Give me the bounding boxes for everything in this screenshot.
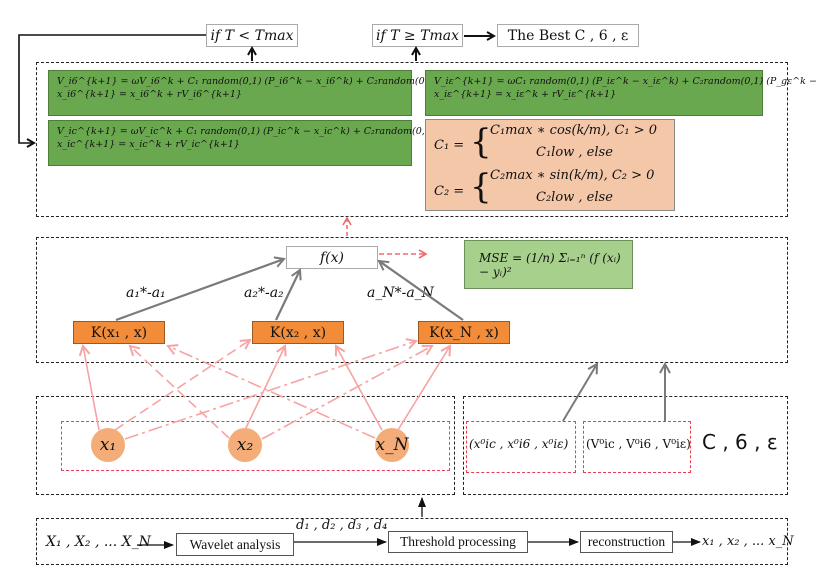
wavelet-analysis-box: Wavelet analysis bbox=[176, 533, 294, 556]
link-x1-k1 bbox=[83, 346, 100, 431]
feedback-loop-line bbox=[18, 34, 206, 143]
input-node-2: x₂ bbox=[228, 428, 262, 462]
input-node-n-label: x_N bbox=[375, 435, 409, 455]
c1-lhs: C₁ = bbox=[434, 138, 465, 153]
c1-case2: C₁low , else bbox=[536, 145, 613, 160]
link-x1-kN bbox=[124, 341, 416, 440]
pso-update-region bbox=[36, 62, 788, 217]
equation-i6: V_i6^{k+1} = ωV_i6^k + C₁ random(0,1) (P… bbox=[48, 70, 532, 116]
initial-velocities-group bbox=[583, 421, 691, 473]
input-node-1-label: x₁ bbox=[99, 435, 117, 455]
wavelet-coefficients: d₁ , d₂ , d₃ , d₄ bbox=[296, 518, 388, 533]
condition-lt-text: if T < Tmax bbox=[210, 27, 294, 44]
link-x2-k2 bbox=[244, 346, 285, 431]
pipeline-output: x₁ , x₂ , ... x_N bbox=[702, 534, 794, 549]
condition-t-greater-equal-tmax: if T ≥ Tmax bbox=[372, 24, 463, 47]
kernel-2-text: K(x₂ , x) bbox=[269, 324, 327, 341]
condition-ge-text: if T ≥ Tmax bbox=[376, 27, 459, 44]
weight-label-1: a₁*-a₁ bbox=[126, 285, 166, 301]
input-node-1: x₁ bbox=[91, 428, 125, 462]
c2-case1: C₂max ∗ sin(k/m), C₂ > 0 bbox=[490, 168, 655, 183]
input-node-2-label: x₂ bbox=[236, 435, 254, 455]
arrow-kernel2-to-fx bbox=[275, 270, 300, 321]
link-xN-k2 bbox=[336, 346, 383, 431]
initial-positions-group bbox=[466, 421, 576, 473]
link-x2-kN bbox=[261, 346, 432, 440]
reconstruction-label: reconstruction bbox=[587, 534, 666, 549]
link-x2-k1 bbox=[130, 346, 230, 439]
pipeline-input: X₁ , X₂ , ... X_N bbox=[46, 534, 151, 550]
initialization-region bbox=[463, 396, 788, 495]
link-xN-kN bbox=[397, 346, 450, 431]
best-params-text: The Best C , 6 , ε bbox=[507, 27, 629, 44]
input-node-n: x_N bbox=[375, 428, 409, 462]
equation-ie-velocity: V_iε^{k+1} = ωC₁ random(0,1) (P_iε^k − x… bbox=[434, 76, 817, 87]
equation-ie-position: x_iε^{k+1} = x_iε^k + rV_iε^{k+1} bbox=[434, 89, 617, 100]
kernel-n: K(x_N , x) bbox=[418, 321, 510, 344]
equation-ic-position: x_ic^{k+1} = x_ic^k + rV_ic^{k+1} bbox=[57, 139, 240, 150]
threshold-processing-box: Threshold processing bbox=[388, 531, 528, 553]
mse-formula: MSE = (1/n) Σᵢ₌₁ⁿ (f (xᵢ) − yᵢ)² bbox=[479, 250, 621, 279]
link-x1-k2 bbox=[114, 340, 250, 431]
reconstruction-box: reconstruction bbox=[580, 531, 673, 553]
arrow-kernel1-to-fx bbox=[115, 259, 284, 322]
condition-t-less-than-tmax: if T < Tmax bbox=[206, 24, 298, 47]
input-nodes-group bbox=[61, 421, 450, 471]
regression-function-box: f(x) bbox=[286, 246, 378, 269]
c1-case1: C₁max ∗ cos(k/m), C₁ > 0 bbox=[490, 123, 658, 138]
mse-box: MSE = (1/n) Σᵢ₌₁ⁿ (f (xᵢ) − yᵢ)² bbox=[464, 240, 633, 289]
link-xN-k1 bbox=[168, 346, 376, 439]
node-kernel-connections bbox=[83, 340, 450, 440]
wavelet-analysis-label: Wavelet analysis bbox=[189, 536, 281, 552]
initial-positions-text: (x⁰ic , x⁰i6 , x⁰iε) bbox=[469, 437, 569, 451]
svr-params-text: C , 6 , ε bbox=[702, 430, 778, 454]
threshold-processing-label: Threshold processing bbox=[400, 534, 516, 549]
svr-region bbox=[36, 237, 788, 363]
kernel-1-text: K(x₁ , x) bbox=[90, 324, 148, 341]
c2-case2: C₂low , else bbox=[536, 190, 613, 205]
best-params-box: The Best C , 6 , ε bbox=[497, 24, 639, 47]
regression-function-text: f(x) bbox=[319, 249, 344, 266]
equation-ie: V_iε^{k+1} = ωC₁ random(0,1) (P_iε^k − x… bbox=[425, 70, 817, 116]
equation-ic-velocity: V_ic^{k+1} = ωV_ic^k + C₁ random(0,1) (P… bbox=[57, 126, 531, 137]
kernel-2: K(x₂ , x) bbox=[252, 321, 344, 344]
acceleration-coefficients-box: C₁ = { C₁max ∗ cos(k/m), C₁ > 0 C₁low , … bbox=[425, 119, 675, 211]
input-region bbox=[36, 396, 455, 495]
kernel-1: K(x₁ , x) bbox=[73, 321, 165, 344]
wavelet-pipeline-region bbox=[36, 518, 788, 565]
weight-label-2: a₂*-a₂ bbox=[244, 285, 284, 301]
equation-i6-velocity: V_i6^{k+1} = ωV_i6^k + C₁ random(0,1) (P… bbox=[57, 76, 532, 87]
arrow-kernelN-to-fx bbox=[379, 261, 464, 321]
kernel-n-text: K(x_N , x) bbox=[429, 324, 499, 341]
c2-lhs: C₂ = bbox=[434, 184, 465, 199]
initial-velocities-text: (V⁰ic , V⁰i6 , V⁰iε) bbox=[586, 437, 691, 451]
equation-i6-position: x_i6^{k+1} = x_i6^k + rV_i6^{k+1} bbox=[57, 89, 242, 100]
c1-brace: { bbox=[470, 122, 492, 162]
c2-brace: { bbox=[470, 167, 492, 207]
arrow-positions-to-svr bbox=[562, 364, 597, 422]
equation-ic: V_ic^{k+1} = ωV_ic^k + C₁ random(0,1) (P… bbox=[48, 120, 531, 166]
